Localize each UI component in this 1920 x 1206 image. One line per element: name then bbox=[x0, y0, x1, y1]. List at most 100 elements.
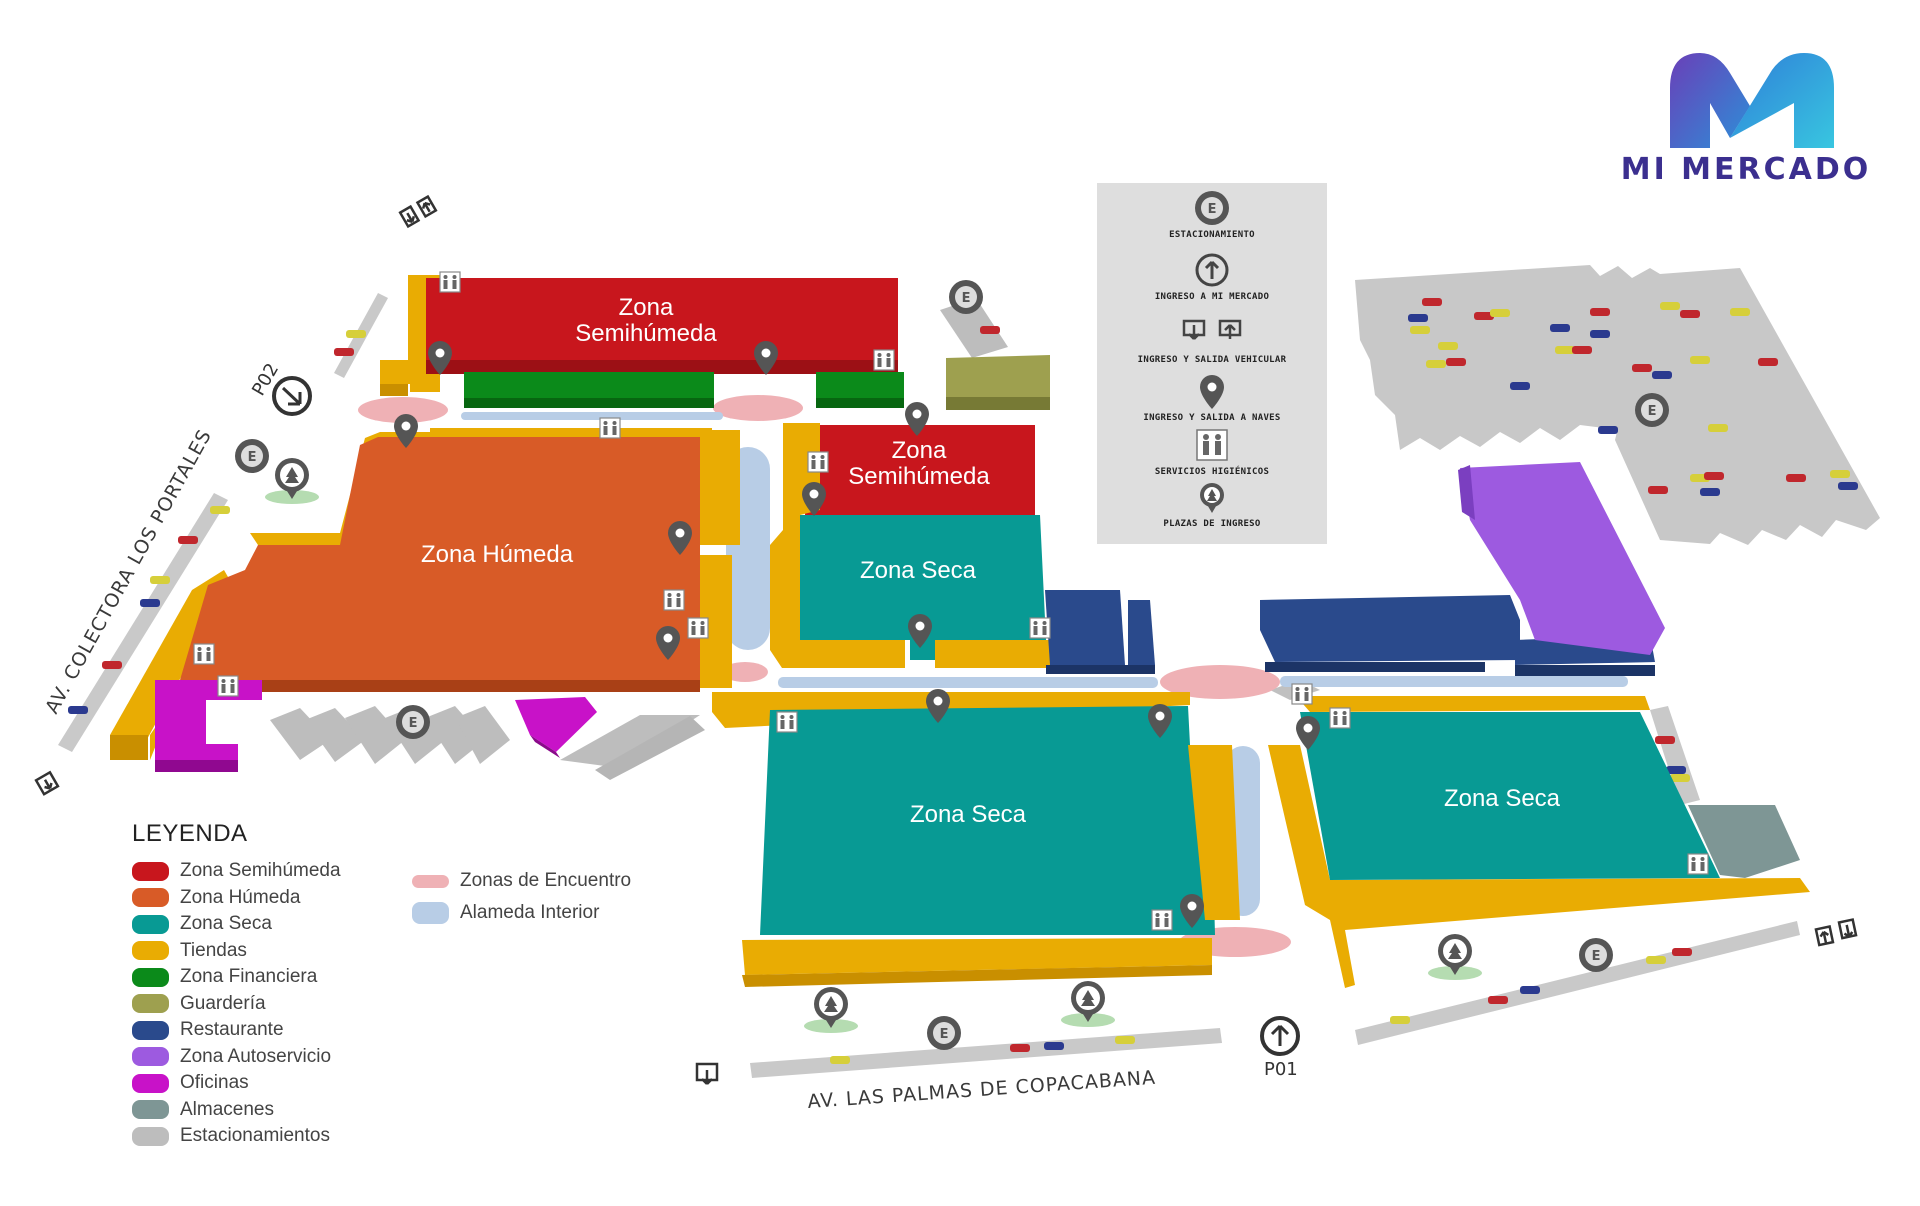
parking-icon bbox=[1635, 393, 1669, 427]
legend-label: Zona Financiera bbox=[180, 966, 318, 987]
legend-swatch bbox=[132, 1100, 169, 1119]
restroom-icon bbox=[873, 349, 895, 371]
legend-item: Zona Semihúmeda bbox=[132, 860, 341, 882]
restroom-icon bbox=[439, 271, 461, 293]
key-restroom: SERVICIOS HIGIÉNICOS bbox=[1097, 425, 1327, 477]
legend-item: Zona Húmeda bbox=[132, 887, 300, 909]
legend-item: Tiendas bbox=[132, 940, 247, 962]
arrow-up-icon bbox=[1270, 1024, 1290, 1046]
arrow-icon bbox=[281, 386, 302, 406]
parking-icon bbox=[949, 280, 983, 314]
legend-item: Estacionamientos bbox=[132, 1125, 330, 1147]
legend-label: Zona Húmeda bbox=[180, 886, 301, 908]
parking-icon bbox=[927, 1016, 961, 1050]
tree-pin-icon bbox=[1061, 981, 1115, 1027]
zone-seca-east: Zona Seca bbox=[1444, 785, 1561, 812]
west-block bbox=[110, 428, 740, 772]
parking-icon bbox=[235, 439, 269, 473]
legend-item: Zona Financiera bbox=[132, 966, 317, 988]
legend-item: Restaurante bbox=[132, 1019, 284, 1041]
legend-swatch bbox=[132, 941, 169, 960]
map-pin-icon bbox=[1200, 375, 1224, 409]
restroom-icon bbox=[1029, 617, 1051, 639]
south-center-block bbox=[712, 692, 1240, 987]
vehicle-in-out-icon bbox=[1182, 319, 1242, 340]
tree-pin-icon bbox=[265, 458, 319, 504]
zone-seca-center: Zona Seca bbox=[860, 557, 977, 584]
legend-item: Alameda Interior bbox=[412, 902, 599, 924]
restroom-icon bbox=[663, 589, 685, 611]
legend-label: Restaurante bbox=[180, 1019, 284, 1040]
gate-p01[interactable]: P01 bbox=[1260, 1016, 1300, 1080]
map-key-panel: E ESTACIONAMIENTO INGRESO A MI MERCADO I… bbox=[1097, 183, 1327, 544]
tree-pin-icon bbox=[1200, 483, 1224, 513]
tree-pin-icon bbox=[1428, 934, 1482, 980]
vehicle-in-out-icon bbox=[34, 194, 1858, 1085]
legend-item: Zona Autoservicio bbox=[132, 1046, 331, 1068]
south-east-block bbox=[1268, 696, 1810, 988]
legend-swatch bbox=[132, 994, 169, 1013]
restroom-icon bbox=[217, 675, 239, 697]
zone-seca-south: Zona Seca bbox=[910, 801, 1027, 828]
street-south-label: AV. LAS PALMAS DE COPACABANA bbox=[807, 1067, 1157, 1113]
legend-label: Tiendas bbox=[180, 939, 247, 961]
legend-label: Zonas de Encuentro bbox=[460, 870, 632, 891]
restroom-icon bbox=[776, 711, 798, 733]
gate-p01-label: P01 bbox=[1264, 1059, 1298, 1080]
legend-swatch bbox=[132, 861, 169, 881]
restroom-icon bbox=[1151, 909, 1173, 931]
key-parking: E ESTACIONAMIENTO bbox=[1097, 188, 1327, 240]
restroom-icon bbox=[687, 617, 709, 639]
legend-label: Almacenes bbox=[180, 1098, 274, 1120]
legend-label: Alameda Interior bbox=[460, 902, 600, 923]
legend-swatch bbox=[412, 902, 449, 924]
east-center-block bbox=[1260, 462, 1665, 676]
parking-icon bbox=[396, 705, 430, 739]
entrance-arrow-icon bbox=[1195, 253, 1229, 287]
legend-label: Estacionamientos bbox=[180, 1125, 330, 1146]
restroom-icon bbox=[807, 451, 829, 473]
legend-item: Almacenes bbox=[132, 1099, 274, 1121]
legend-swatch bbox=[132, 1047, 169, 1066]
key-entrance: INGRESO A MI MERCADO bbox=[1097, 250, 1327, 302]
svg-text:E: E bbox=[1208, 202, 1217, 217]
key-vehicle: INGRESO Y SALIDA VEHICULAR bbox=[1097, 313, 1327, 365]
legend-swatch bbox=[132, 1126, 169, 1146]
legend-swatch bbox=[132, 1020, 169, 1040]
legend-label: Zona Autoservicio bbox=[180, 1045, 332, 1067]
gate-p02[interactable]: P02 bbox=[248, 360, 312, 416]
legend-item: Zona Seca bbox=[132, 913, 272, 935]
legend-swatch bbox=[132, 967, 169, 987]
restroom-icon bbox=[193, 643, 215, 665]
logo-text: MI MERCADO bbox=[1620, 152, 1872, 187]
north-block bbox=[380, 275, 904, 408]
restroom-icon bbox=[599, 417, 621, 439]
legend-label: Guardería bbox=[180, 992, 266, 1014]
legend-swatch bbox=[132, 1073, 169, 1093]
tree-pin-icon bbox=[804, 987, 858, 1033]
key-plaza: PLAZAS DE INGRESO bbox=[1097, 481, 1327, 529]
legend-item: Oficinas bbox=[132, 1072, 249, 1094]
key-pin: INGRESO Y SALIDA A NAVES bbox=[1097, 371, 1327, 423]
restroom-icon bbox=[1291, 683, 1313, 705]
gate-p02-label: P02 bbox=[248, 360, 283, 400]
legend-swatch bbox=[132, 888, 169, 907]
legend-item: Zonas de Encuentro bbox=[412, 870, 631, 892]
legend-label: Zona Semihúmeda bbox=[180, 860, 341, 881]
restroom-icon bbox=[1687, 853, 1709, 875]
legend-swatch bbox=[132, 914, 169, 934]
restroom-icon bbox=[1196, 429, 1228, 461]
center-north-block bbox=[770, 355, 1155, 674]
legend-label: Oficinas bbox=[180, 1072, 249, 1093]
parking-icon bbox=[1579, 938, 1613, 972]
parking-lots bbox=[270, 265, 1880, 805]
restroom-icon bbox=[1329, 707, 1351, 729]
logo-mark-icon bbox=[1670, 53, 1834, 148]
zone-humeda: Zona Húmeda bbox=[421, 541, 574, 568]
